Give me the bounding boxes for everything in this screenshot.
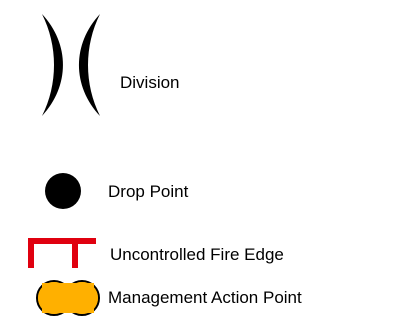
- division-parentheses-icon: [42, 14, 100, 116]
- uncontrolled-fire-edge-icon: [28, 238, 96, 268]
- legend-label-drop-point: Drop Point: [108, 182, 189, 201]
- legend-label-division: Division: [120, 73, 180, 92]
- legend-label-management-action-point: Management Action Point: [108, 288, 302, 307]
- drop-point-dot-icon: [45, 173, 81, 209]
- legend-label-uncontrolled-fire-edge: Uncontrolled Fire Edge: [110, 245, 284, 264]
- management-action-point-icon: [36, 280, 100, 316]
